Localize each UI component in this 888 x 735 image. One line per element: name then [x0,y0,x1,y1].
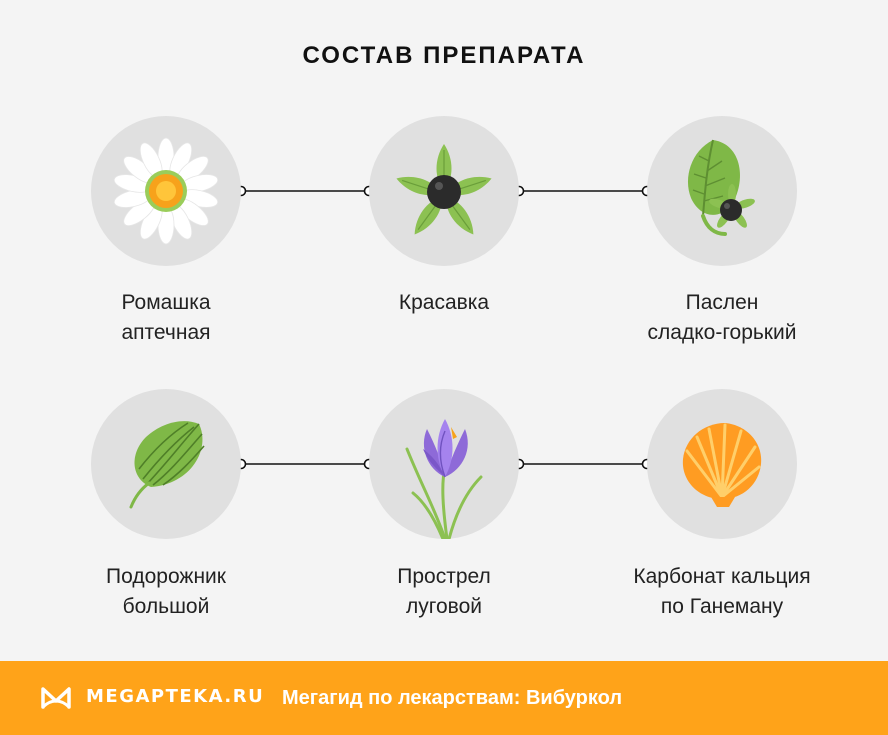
plantain-leaf-icon [129,421,205,509]
ingredient-label-chamomile: Ромашка аптечная [36,288,296,348]
megapteka-logo-icon [41,687,71,709]
label-line: Красавка [398,291,490,314]
nightshade-icon [687,139,755,236]
label-line: по Ганеману [660,595,784,618]
label-line: сладко-горький [647,321,797,344]
label-line: Карбонат кальция [633,565,811,588]
label-line: Ромашка [121,291,211,314]
brand-name[interactable]: MEGAPTEKA.RU [86,686,265,707]
label-line: аптечная [121,321,211,344]
ingredient-circle-belladonna [369,116,519,266]
ingredient-circle-nightshade [647,116,797,266]
ingredient-label-belladonna: Красавка [314,288,574,318]
label-line: Паслен [685,291,759,314]
pasqueflower-icon [405,419,483,539]
label-line: Подорожник [106,565,226,588]
ingredient-circle-shell [647,389,797,539]
belladonna-icon [396,144,492,235]
footer-tagline: Мегагид по лекарствам: Вибуркол [282,687,623,709]
ingredient-circle-chamomile [91,116,241,266]
label-line: луговой [406,595,482,618]
page-title: СОСТАВ ПРЕПАРАТА [302,42,586,69]
chamomile-icon [113,137,219,245]
label-line: большой [122,595,210,618]
ingredient-label-nightshade: Паслен сладко-горький [592,288,852,348]
ingredient-circle-pasqueflower [369,389,519,539]
label-line: Прострел [397,565,491,588]
ingredient-label-plantain: Подорожник большой [36,562,296,622]
ingredient-circle-plantain [91,389,241,539]
shell-icon [682,423,762,507]
ingredient-label-pasqueflower: Прострел луговой [314,562,574,622]
footer-bar: MEGAPTEKA.RU Мегагид по лекарствам: Вибу… [0,661,888,735]
ingredient-label-calcium-carbonate: Карбонат кальция по Ганеману [592,562,852,622]
